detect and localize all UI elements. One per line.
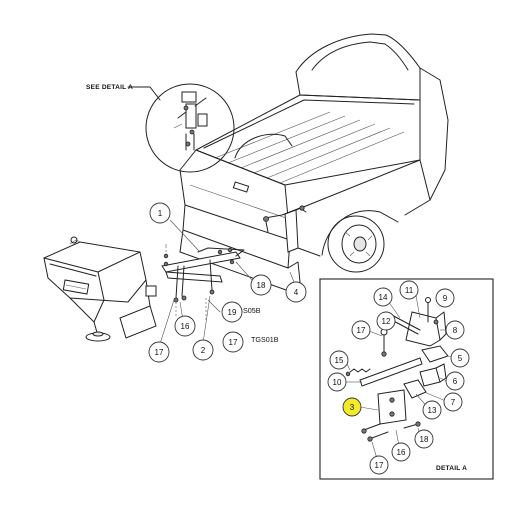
callout-number-c17a: 17 (155, 348, 164, 357)
detail-a-label: DETAIL A (436, 465, 467, 472)
callout-bubble-c1 (149, 202, 171, 224)
callout-number-c8: 8 (453, 326, 458, 335)
callout-number-c7: 7 (451, 398, 456, 407)
callout-bubble-c6 (445, 371, 465, 391)
callout-number-c16b: 16 (397, 448, 406, 457)
leader-lines (158, 219, 297, 348)
callout-bubble-c18b (414, 429, 434, 449)
callout-number-c17b: 17 (229, 338, 238, 347)
hitch-mount-frame (161, 242, 245, 320)
callout-number-c6: 6 (453, 377, 458, 386)
detail-a-assembly (344, 289, 455, 463)
callout-bubble-c17b (222, 331, 244, 353)
callout-bubble-c16a (174, 315, 196, 337)
callout-bubble-c17c (351, 320, 371, 340)
callout-number-c9: 9 (443, 294, 448, 303)
callout-bubble-c18a (250, 274, 272, 296)
see-detail-leader (127, 86, 161, 101)
callout-bubble-c19 (221, 301, 243, 323)
callout-bubble-c15 (329, 350, 349, 370)
callout-bubble-c5 (450, 348, 470, 368)
callout-number-c17d: 17 (375, 461, 384, 470)
callout-bubble-c3 (342, 397, 362, 417)
detail-a-box (319, 278, 494, 480)
callout-number-c16a: 16 (181, 322, 190, 331)
callout-bubble-c16b (391, 442, 411, 462)
callout-bubble-c14 (373, 287, 393, 307)
callout-bubble-c9 (435, 288, 455, 308)
part-ref-tgs05b: TGS05B (233, 306, 261, 315)
callout-number-c4: 4 (294, 288, 299, 297)
callout-number-c11: 11 (405, 286, 414, 295)
callout-bubble-c11 (399, 280, 419, 300)
callout-number-c3: 3 (350, 403, 355, 412)
callout-bubble-c2 (192, 339, 214, 361)
callout-bubble-c17d (369, 455, 389, 475)
callout-number-c18a: 18 (257, 281, 266, 290)
detail-inset-view (145, 83, 235, 173)
callout-bubble-c10 (327, 372, 347, 392)
callout-number-c5: 5 (458, 354, 463, 363)
callout-number-c18b: 18 (420, 435, 429, 444)
callout-bubble-c17a (148, 341, 170, 363)
callout-bubble-c13 (422, 400, 442, 420)
callout-bubbles: 1 18 4 16 19 17 2 17 14 11 9 12 17 8 15 5 10 6 7 3 13 18 16 17 (148, 202, 470, 475)
callout-number-c10: 10 (333, 378, 342, 387)
callout-number-c1: 1 (158, 209, 163, 218)
callout-number-c17c: 17 (357, 326, 366, 335)
callout-number-c2: 2 (201, 346, 206, 355)
callout-number-c19: 19 (228, 308, 237, 317)
salt-spreader (43, 236, 157, 342)
callout-bubble-c12 (376, 311, 396, 331)
callout-number-c12: 12 (382, 317, 391, 326)
callout-bubble-c8 (445, 320, 465, 340)
callout-bubble-c4 (285, 281, 307, 303)
pickup-truck (179, 33, 449, 291)
callout-number-c15: 15 (335, 356, 344, 365)
part-ref-tgs01b: TGS01B (251, 335, 279, 344)
callout-number-c14: 14 (379, 293, 388, 302)
callout-number-c13: 13 (428, 406, 437, 415)
see-detail-label: SEE DETAIL A (86, 84, 133, 91)
callout-bubble-c7 (443, 392, 463, 412)
